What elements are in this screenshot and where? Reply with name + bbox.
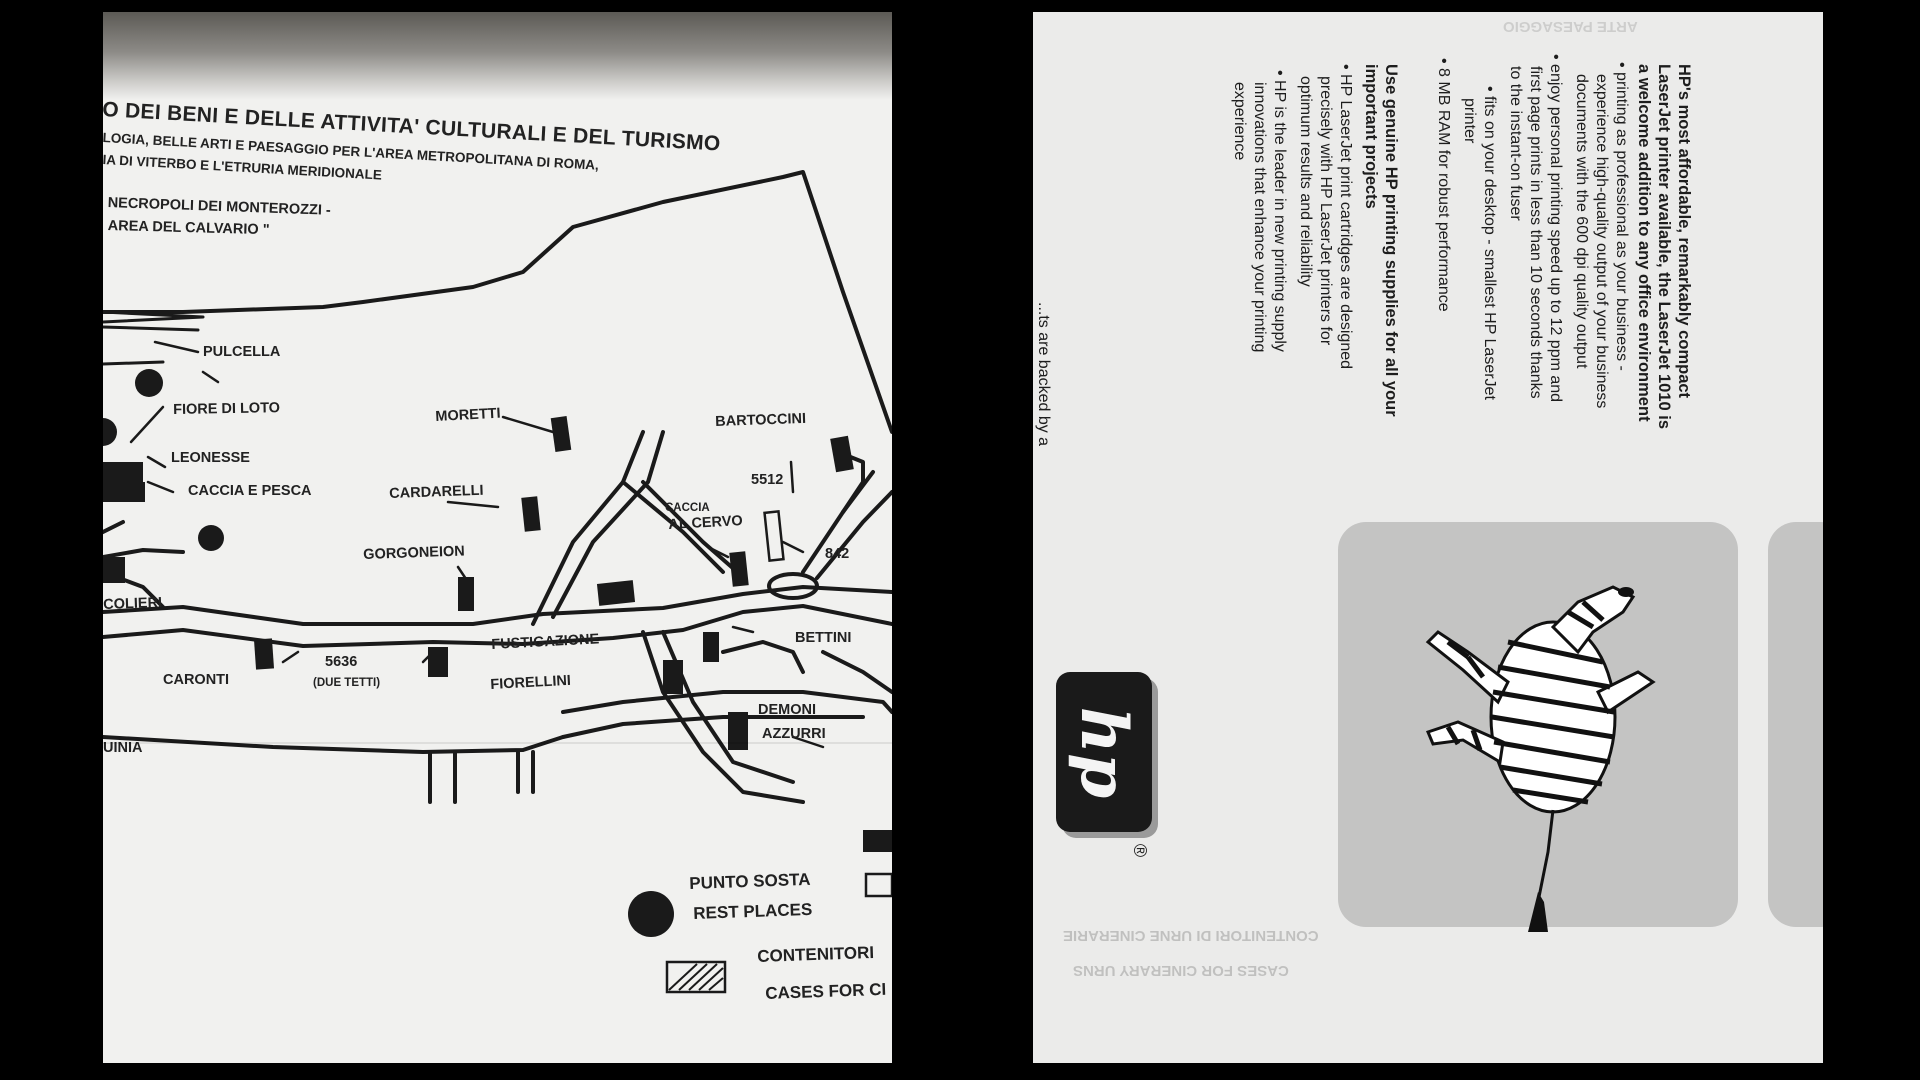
hp-bullet1-line1: • printing as professional as your busin… xyxy=(1613,62,1630,371)
ghost-cases: CASES FOR CINERARY URNS xyxy=(1073,962,1289,979)
label-leonesse: LEONESSE xyxy=(171,450,250,466)
label-fiore-di-loto: FIORE DI LOTO xyxy=(173,400,281,418)
hp-bullet6-line3: experience xyxy=(1231,82,1248,161)
label-demoni-azzurri-line2: AZZURRI xyxy=(762,726,826,742)
label-moretti: MORETTI xyxy=(435,405,501,425)
label-caccia-al-cervo-line1: CACCIA xyxy=(665,502,710,514)
hp-headline-line3: a welcome addition to any office environ… xyxy=(1635,64,1653,422)
hp-bullet2-line1: • enjoy personal printing speed up to 12… xyxy=(1547,54,1564,403)
legend-contenitori: CONTENITORI xyxy=(757,942,875,966)
hp-supplies-line2: important projects xyxy=(1362,64,1380,209)
legend-cases-for: CASES FOR CI xyxy=(765,979,887,1003)
hp-supplies-line1: Use genuine HP printing supplies for all… xyxy=(1382,64,1400,417)
label-cardarelli: CARDARELLI xyxy=(389,482,484,502)
label-caccia-e-pesca: CACCIA E PESCA xyxy=(188,483,312,499)
hp-bullet5-line2: precisely with HP LaserJet printers for xyxy=(1317,76,1334,346)
label-bartoccini: BARTOCCINI xyxy=(715,410,807,430)
ghost-print-top: ARTE PAESAGGIO xyxy=(1503,18,1638,35)
registered-mark: ® xyxy=(1130,843,1151,858)
hp-bullet3-line1: • fits on your desktop - smallest HP Las… xyxy=(1481,86,1498,400)
map-boundary xyxy=(103,170,892,434)
label-demoni-azzurri-line1: DEMONI xyxy=(758,702,816,718)
zebra-image-box-right-edge xyxy=(1768,522,1823,927)
label-5636: 5636 xyxy=(325,654,358,670)
hp-bullet3-line2: printer xyxy=(1461,98,1478,144)
label-due-tetti: (DUE TETTI) xyxy=(313,677,381,689)
legend-rest-places: REST PLACES xyxy=(693,899,813,923)
main-road-lower xyxy=(103,604,892,648)
label-uinia: UINIA xyxy=(103,740,143,756)
necropolis-map xyxy=(103,170,892,994)
hp-bullet6-line2: innovations that enhance your printing xyxy=(1251,82,1268,353)
zebra-illustration xyxy=(1425,585,1656,932)
lower-loop-road xyxy=(561,690,892,714)
paper-fold-crease xyxy=(103,742,892,744)
hp-bullet5-line1: • HP LaserJet print cartridges are desig… xyxy=(1337,64,1354,370)
label-caronti: CARONTI xyxy=(163,672,230,688)
hp-bullet2-line3: to the instant-on fuser xyxy=(1507,66,1524,221)
hp-bullet6-line1: • HP is the leader in new printing suppl… xyxy=(1271,70,1288,352)
label-pulcella: PULCELLA xyxy=(203,344,281,360)
left-photo-map-flyer: O DEI BENI E DELLE ATTIVITA' CULTURALI E… xyxy=(103,12,892,1063)
hp-logo: hp xyxy=(1056,672,1152,832)
label-842: 842 xyxy=(825,546,850,562)
photo-top-shadow xyxy=(103,12,892,100)
label-colieri: COLIERI xyxy=(103,594,163,613)
label-bettini: BETTINI xyxy=(795,630,852,646)
hp-bullet2-line2: first page prints in less than 10 second… xyxy=(1527,66,1544,399)
hp-bullet1-line2: experience high-quality output of your b… xyxy=(1593,74,1610,409)
ghost-contenitori: CONTENITORI DI URNE CINERARIE xyxy=(1063,927,1319,944)
hp-logo-text: hp xyxy=(1066,706,1142,798)
hp-bullet5-line3: optimum results and reliability xyxy=(1297,76,1314,287)
hp-headline-line1: HP's most affordable, remarkably compact xyxy=(1675,64,1693,399)
hp-bullet4-line1: • 8 MB RAM for robust performance xyxy=(1435,58,1452,312)
right-photo-hp-flyer: ARTE PAESAGGIO HP's most affordable, rem… xyxy=(1033,12,1823,1063)
legend-punto-sosta: PUNTO SOSTA xyxy=(689,869,811,893)
hp-bullet1-line3: documents with the 600 dpi quality outpu… xyxy=(1573,74,1590,369)
main-road-upper xyxy=(103,585,892,626)
label-5512: 5512 xyxy=(751,472,784,488)
hp-headline-line2: LaserJet printer available, the LaserJet… xyxy=(1655,64,1673,430)
hp-bottom-fragment: ...ts are backed by a xyxy=(1035,302,1052,447)
